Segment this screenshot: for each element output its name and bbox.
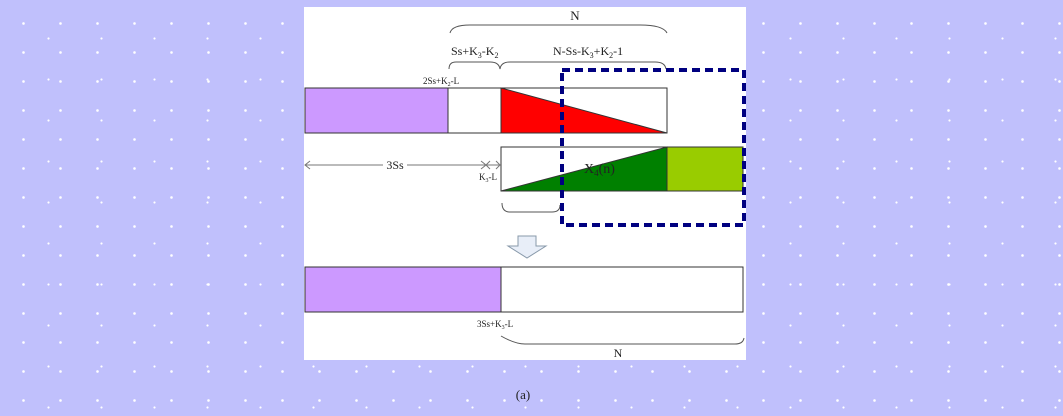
arrow-heads bbox=[304, 160, 501, 170]
label-bg bbox=[383, 158, 407, 170]
light-green-block bbox=[666, 146, 744, 192]
label-n-bottom: N bbox=[614, 346, 623, 360]
brace-segments bbox=[448, 61, 667, 70]
brace-n-bottom bbox=[500, 335, 745, 345]
purple-block-bottom bbox=[304, 266, 502, 313]
dashed-highlight-box bbox=[560, 68, 746, 227]
down-arrow-icon bbox=[506, 235, 548, 259]
label-x4n: X4(n) bbox=[584, 162, 615, 178]
label-ss-k3-k2: Ss+K3-K2 bbox=[451, 44, 498, 60]
brace-small bbox=[501, 202, 561, 213]
label-n-ss-k3-k2-1: N-Ss-K3+K2-1 bbox=[553, 44, 623, 60]
label-3ss-k3-l: 3Ss+K3-L bbox=[477, 319, 513, 331]
label-2ss-k2-l: 2Ss+K2-L bbox=[423, 76, 459, 88]
figure-caption: (a) bbox=[516, 387, 530, 402]
label-n-top: N bbox=[570, 8, 580, 23]
purple-block-top bbox=[304, 87, 449, 134]
brace-n-top bbox=[449, 24, 668, 34]
label-3ss: 3Ss bbox=[386, 158, 404, 172]
label-k3-l: K3-L bbox=[479, 172, 497, 184]
